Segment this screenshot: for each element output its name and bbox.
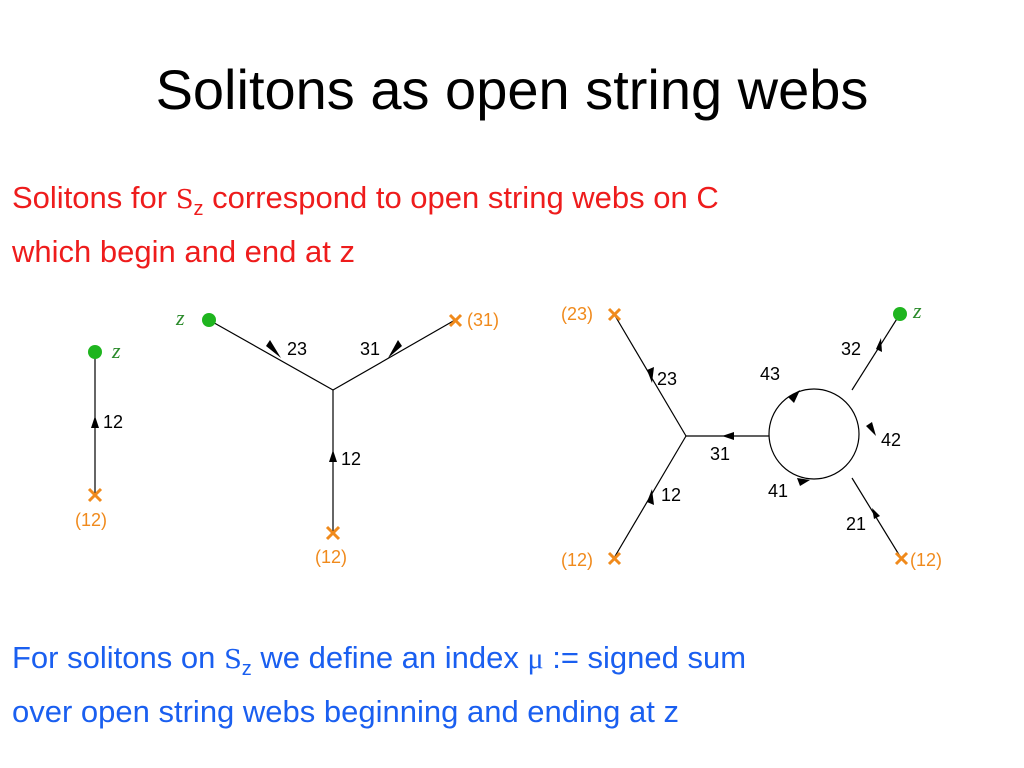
web3-arrow-43 xyxy=(788,390,800,403)
web1-arrow xyxy=(91,416,99,428)
soliton-subscript: z xyxy=(193,198,204,220)
web3-edge-32 xyxy=(851,313,901,391)
web3-label-41: 41 xyxy=(768,481,788,501)
intro-text-start: Solitons for xyxy=(12,180,176,215)
web1-z-label: z xyxy=(111,338,121,363)
web3-loop xyxy=(768,388,860,480)
intro-paragraph: Solitons for Sz correspond to open strin… xyxy=(12,173,719,277)
web3-branch-label-bl: (12) xyxy=(561,550,593,570)
web3-z-label: z xyxy=(912,298,922,323)
web2-arrow-31 xyxy=(388,340,402,358)
web3-label-42: 42 xyxy=(881,430,901,450)
index-text-mid: we define an index xyxy=(251,640,528,675)
web3-label-32: 32 xyxy=(841,339,861,359)
web2-z-label: z xyxy=(175,305,185,330)
intro-text-end: correspond to open string webs on C xyxy=(203,180,719,215)
web-trivalent: z 23 31 12 (31) (12) xyxy=(175,305,499,567)
web3-branch-label-br: (12) xyxy=(910,550,942,570)
web3-arrow-23 xyxy=(647,367,654,383)
soliton-subscript-2: z xyxy=(241,658,252,680)
intro-text-line2: which begin and end at z xyxy=(12,234,355,269)
web2-point-z xyxy=(202,313,216,327)
web2-edge-23 xyxy=(208,319,334,391)
web3-arrow-31 xyxy=(722,432,734,440)
web1-branch-label: (12) xyxy=(75,510,107,530)
web3-branch-cross-br xyxy=(894,551,909,566)
slide-title: Solitons as open string webs xyxy=(155,58,869,121)
index-text-line2: over open string webs beginning and endi… xyxy=(12,694,679,729)
web3-label-21: 21 xyxy=(846,514,866,534)
web3-branch-cross-tl xyxy=(607,307,622,322)
web3-label-12: 12 xyxy=(661,485,681,505)
web-single-edge: z 12 (12) xyxy=(75,338,123,530)
web2-branch-cross-top xyxy=(448,313,463,328)
web2-arrow-12 xyxy=(329,450,337,462)
web3-branch-label-tl: (23) xyxy=(561,304,593,324)
web3-label-23: 23 xyxy=(657,369,677,389)
web-with-loop: (23) (12) (12) z 23 12 31 43 42 41 32 21 xyxy=(561,298,942,570)
index-paragraph: For solitons on Sz we define an index μ … xyxy=(12,633,746,737)
mu-symbol: μ xyxy=(527,642,544,675)
index-text-end: := signed sum xyxy=(543,640,747,675)
web3-branch-cross-bl xyxy=(607,551,622,566)
web3-arrow-12 xyxy=(647,489,654,505)
web3-arrow-32 xyxy=(876,338,882,352)
web1-point-z xyxy=(88,345,102,359)
soliton-symbol-2: S xyxy=(223,645,242,675)
web3-arrow-42 xyxy=(866,422,876,436)
web1-edge-label: 12 xyxy=(103,412,123,432)
web3-label-43: 43 xyxy=(760,364,780,384)
web3-arrow-21 xyxy=(872,508,880,519)
index-text-start: For solitons on xyxy=(12,640,224,675)
web2-label-12: 12 xyxy=(341,449,361,469)
web3-label-31: 31 xyxy=(710,444,730,464)
web2-edge-31 xyxy=(332,319,456,391)
web2-branch-label-bottom: (12) xyxy=(315,547,347,567)
web2-label-23: 23 xyxy=(287,339,307,359)
web2-branch-label-top: (31) xyxy=(467,310,499,330)
soliton-symbol: S xyxy=(175,185,194,215)
web3-edge-21 xyxy=(851,477,902,559)
web3-point-z xyxy=(893,307,907,321)
web2-branch-cross-bottom xyxy=(325,525,341,541)
web2-label-31: 31 xyxy=(360,339,380,359)
web1-branch-cross xyxy=(87,487,103,503)
web2-arrow-23 xyxy=(266,340,281,358)
web3-arrow-41 xyxy=(797,478,810,486)
